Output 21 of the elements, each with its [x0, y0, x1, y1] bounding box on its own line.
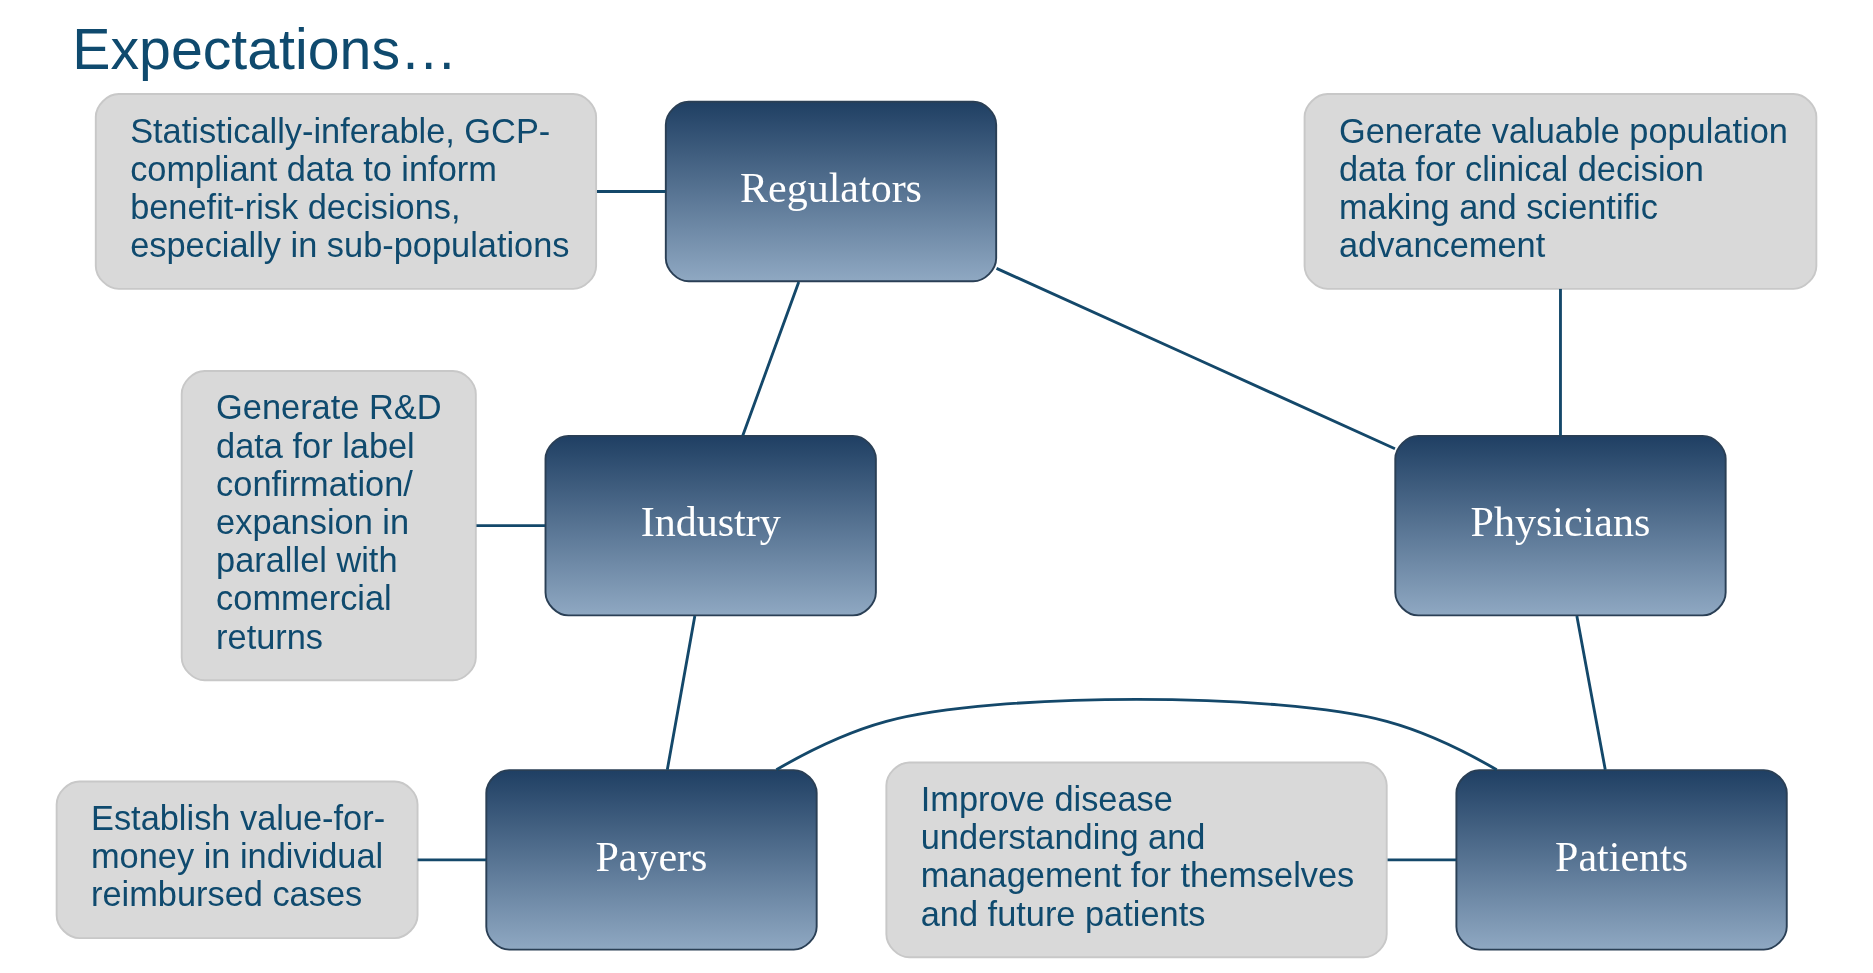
- node-box: Establish value-for-money in individual reimbursed cases: [55, 780, 419, 940]
- node-box: Payers: [485, 769, 818, 951]
- connector: [1575, 615, 1607, 770]
- node-box: Improve disease understanding and management for themselves and future patients: [885, 761, 1388, 959]
- connector: [741, 281, 801, 436]
- connector: [775, 698, 1498, 771]
- connector: [417, 858, 487, 862]
- diagram-title: Expectations…: [72, 17, 458, 82]
- node-box: Regulators: [664, 100, 998, 283]
- connector: [1387, 858, 1457, 862]
- node-box: Statistically-inferable, GCP-compliant data to inform benefit-risk decisions, especially in sub-populations: [94, 93, 598, 290]
- connector: [597, 190, 666, 193]
- node-box: Generate valuable population data for clinical decision making and scientific advancement: [1303, 93, 1818, 290]
- connector: [665, 615, 697, 770]
- node-box: Generate R&D data for label confirmation/ expansion in parallel with commercial returns: [180, 370, 477, 682]
- node-box: Patients: [1455, 769, 1788, 951]
- node-box: Industry: [544, 434, 877, 617]
- connector: [995, 267, 1396, 451]
- connector: [1559, 288, 1562, 436]
- connector: [476, 524, 546, 528]
- node-box: Physicians: [1394, 434, 1727, 617]
